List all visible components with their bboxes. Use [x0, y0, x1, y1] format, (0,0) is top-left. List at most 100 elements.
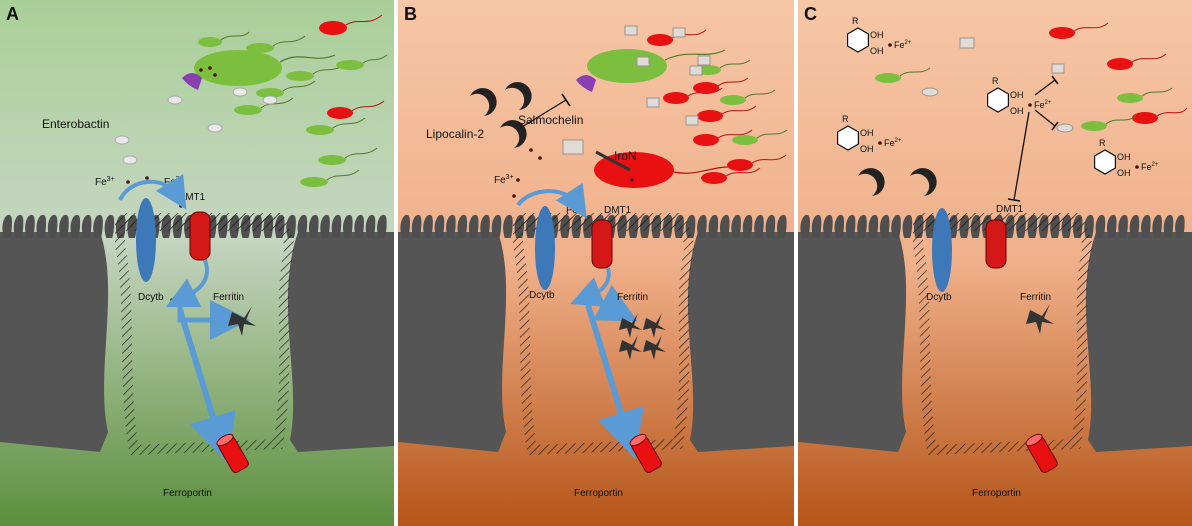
- hydroxyl-label: OH: [1010, 90, 1024, 100]
- microvillus: [47, 214, 58, 238]
- dmt1-protein-b: [591, 219, 613, 269]
- microvillus: [503, 214, 513, 238]
- microvillus: [708, 214, 719, 238]
- microvillus: [411, 214, 422, 238]
- panel-b-letter: B: [404, 4, 417, 24]
- microvillus: [36, 214, 47, 238]
- microvillus: [354, 214, 364, 238]
- hydroxyl-label: OH: [860, 144, 874, 154]
- red-bacteria-group: [319, 14, 385, 119]
- microvillus: [25, 214, 35, 238]
- neighbor-cell-left: [398, 232, 507, 452]
- microvillus: [1118, 214, 1128, 238]
- microvillus: [879, 214, 890, 238]
- dmt1-label-b: DMT1: [604, 205, 632, 216]
- red-bacteria-group-c: [1049, 22, 1188, 124]
- ferritin-cluster-c: [1026, 304, 1054, 334]
- microvillus: [731, 214, 741, 238]
- microvillus: [1175, 214, 1185, 238]
- microvillus: [800, 214, 810, 238]
- iron-receptor-b: [595, 150, 631, 172]
- dcytb-protein-b: [535, 206, 555, 290]
- dcytb-label-a: Dcytb: [138, 292, 164, 303]
- ferritin-cluster-a: [228, 306, 256, 336]
- ferroportin-b: [629, 433, 662, 473]
- microvillus: [81, 214, 92, 238]
- microvillus: [776, 214, 787, 238]
- reduction-arrow-b: [516, 182, 587, 219]
- ferroportin-arrow-a: [177, 309, 236, 463]
- hydroxyl-label: OH: [870, 30, 884, 40]
- dmt1-label-c: DMT1: [996, 204, 1024, 215]
- microvillus: [1152, 214, 1162, 238]
- microvillus: [857, 214, 867, 238]
- ferroportin-label-b: Ferroportin: [574, 488, 623, 499]
- salmochelin-cubes: [562, 25, 711, 155]
- microvillus: [320, 214, 330, 238]
- hydroxyl-label: OH: [1010, 106, 1024, 116]
- inhibition-line-c: [1013, 111, 1030, 201]
- fe2-label-c: Fe2+: [1141, 162, 1159, 172]
- microvillus: [1129, 214, 1140, 238]
- large-green-bacterium-b: [587, 49, 667, 83]
- microvillus: [868, 214, 879, 238]
- fe3-label-b: Fe3+: [494, 174, 514, 186]
- entry-arrow-a: [165, 259, 209, 308]
- neighbor-cell-right: [1085, 232, 1192, 452]
- reduction-arrow-a: [118, 173, 187, 210]
- ferroportin-c: [1025, 433, 1058, 473]
- ferroportin-a: [216, 433, 249, 473]
- microvillus: [719, 214, 730, 238]
- microvillus: [845, 214, 856, 238]
- receptor-purple-b: [576, 75, 596, 92]
- enterocyte-membrane: [115, 217, 296, 456]
- neighbor-cell-right: [687, 232, 794, 452]
- lipocalin-2-crescents: [470, 82, 532, 148]
- panel-c-cell: [798, 213, 1192, 456]
- dmt1-protein-c: [985, 219, 1007, 269]
- microvillus: [59, 214, 69, 238]
- hydroxyl-label: OH: [1117, 152, 1131, 162]
- dmt1-label-a: DMT1: [178, 192, 206, 203]
- panel-b-details: Lipocalin-2 Salmochelin IroN Fe3+ Fe2+ D…: [426, 25, 788, 499]
- iron-receptor-label: IroN: [614, 149, 637, 163]
- dmt1-protein-a: [189, 211, 211, 261]
- ferroportin-label-a: Ferroportin: [163, 488, 212, 499]
- microvillus: [742, 214, 753, 238]
- microvillus: [2, 214, 13, 238]
- microvillus: [811, 214, 822, 238]
- microvillus: [70, 214, 81, 238]
- enterobactin-label: Enterobactin: [42, 117, 109, 131]
- microvillus: [468, 214, 479, 238]
- receptor-purple: [182, 73, 202, 90]
- microvillus: [365, 214, 376, 238]
- microvillus: [902, 214, 913, 238]
- microvillus: [480, 214, 490, 238]
- microvillus: [823, 214, 833, 238]
- ferritin-cluster-b: [619, 313, 666, 360]
- microvillus: [331, 214, 342, 238]
- fe3-label-a: Fe3+: [95, 176, 115, 188]
- enterocyte-membrane: [513, 217, 696, 456]
- green-bacteria-group-c: [875, 67, 1173, 131]
- microvillus: [446, 214, 456, 238]
- panel-a-details: Enterobactin Fe3+ Fe2+ DMT1 Ferritin Fer…: [42, 14, 388, 499]
- microvillus: [1163, 214, 1174, 238]
- r-group-label: R: [1099, 138, 1106, 148]
- dcytb-label-b: Dcytb: [529, 290, 555, 301]
- microvillus: [491, 214, 502, 238]
- microvillus: [754, 214, 764, 238]
- microvillus: [457, 214, 468, 238]
- hydroxyl-label: OH: [860, 128, 874, 138]
- ferroportin-label-c: Ferroportin: [972, 488, 1021, 499]
- siderophores-c: [921, 37, 1074, 133]
- microvillus: [834, 214, 845, 238]
- dcytb-protein-a: [136, 198, 156, 282]
